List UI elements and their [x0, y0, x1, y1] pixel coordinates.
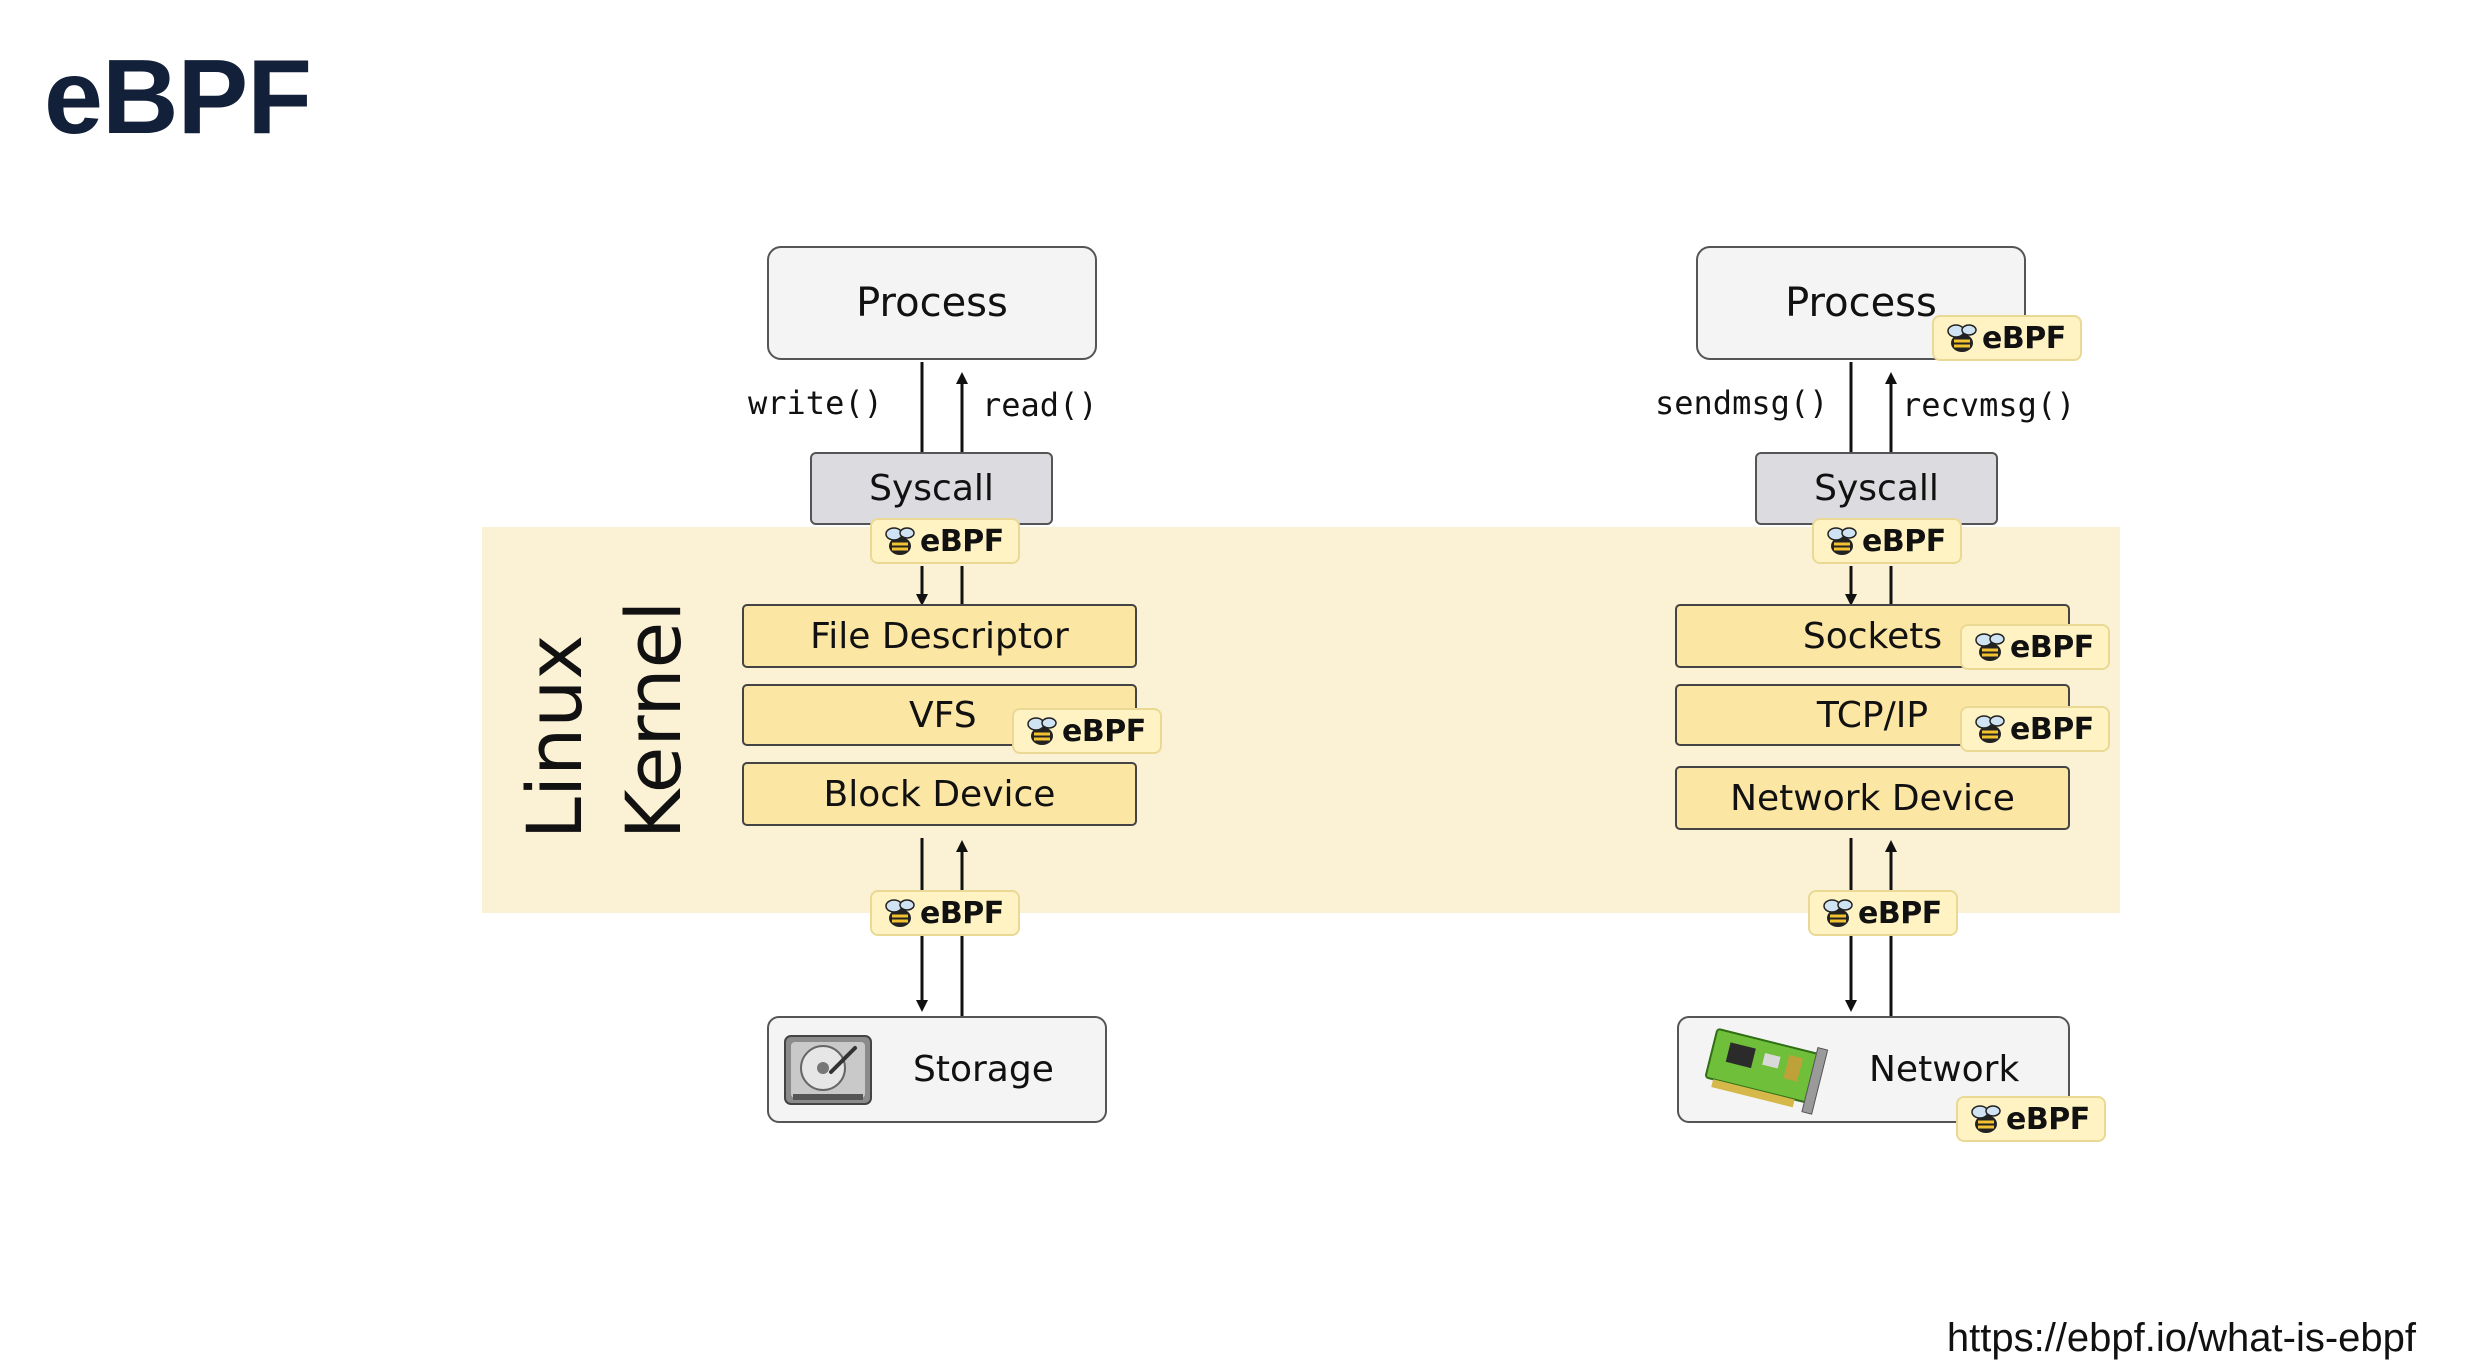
source-url-link[interactable]: https://ebpf.io/what-is-ebpf	[1946, 1316, 2416, 1360]
ebpf-bee-icon	[885, 899, 915, 927]
ebpf-badge-left-block: eBPF	[870, 890, 1020, 936]
ebpf-bee-icon	[885, 527, 915, 555]
ebpf-badge-text: eBPF	[920, 523, 1004, 559]
ebpf-badge-text: eBPF	[2010, 711, 2094, 747]
ebpf-bee-icon	[1971, 1105, 2001, 1133]
ebpf-badge-right-process: eBPF	[1932, 315, 2082, 361]
ebpf-badge-sockets: eBPF	[1960, 624, 2110, 670]
ebpf-bee-icon	[1947, 324, 1977, 352]
recvmsg-call-label: recvmsg()	[1902, 386, 2076, 424]
ebpf-bee-icon	[1823, 899, 1853, 927]
ebpf-badge-text: eBPF	[2010, 629, 2094, 665]
ebpf-badge-left-syscall: eBPF	[870, 518, 1020, 564]
left-syscall-box: Syscall	[810, 452, 1053, 525]
sendmsg-call-label: sendmsg()	[1655, 384, 1829, 422]
write-call-label: write()	[748, 384, 883, 422]
ebpf-badge-text: eBPF	[1062, 713, 1146, 749]
ebpf-bee-icon	[1827, 527, 1857, 555]
left-process-box: Process	[767, 246, 1097, 360]
storage-device-box: Storage	[767, 1016, 1107, 1123]
ebpf-badge-right-netdev: eBPF	[1808, 890, 1958, 936]
ebpf-bee-icon	[1975, 633, 2005, 661]
ebpf-badge-text: eBPF	[2006, 1101, 2090, 1137]
right-syscall-box: Syscall	[1755, 452, 1998, 525]
network-label: Network	[1869, 1049, 2020, 1090]
hard-drive-icon	[784, 1034, 872, 1105]
ebpf-badge-text: eBPF	[1982, 320, 2066, 356]
block-device-layer: Block Device	[742, 762, 1137, 826]
ebpf-badge-tcp-ip: eBPF	[1960, 706, 2110, 752]
slide-title: eBPF	[44, 38, 312, 156]
storage-label: Storage	[913, 1049, 1054, 1090]
ebpf-badge-text: eBPF	[1862, 523, 1946, 559]
network-card-icon	[1705, 1027, 1829, 1115]
file-descriptor-layer: File Descriptor	[742, 604, 1137, 668]
ebpf-badge-right-syscall: eBPF	[1812, 518, 1962, 564]
network-device-layer: Network Device	[1675, 766, 2070, 830]
ebpf-badge-text: eBPF	[1858, 895, 1942, 931]
read-call-label: read()	[982, 386, 1098, 424]
ebpf-badge-text: eBPF	[920, 895, 1004, 931]
ebpf-badge-network: eBPF	[1956, 1096, 2106, 1142]
ebpf-badge-vfs: eBPF	[1012, 708, 1162, 754]
vfs-layer-label: VFS	[909, 694, 977, 736]
network-device-box: Network	[1677, 1016, 2070, 1123]
ebpf-bee-icon	[1027, 717, 1057, 745]
ebpf-bee-icon	[1975, 715, 2005, 743]
